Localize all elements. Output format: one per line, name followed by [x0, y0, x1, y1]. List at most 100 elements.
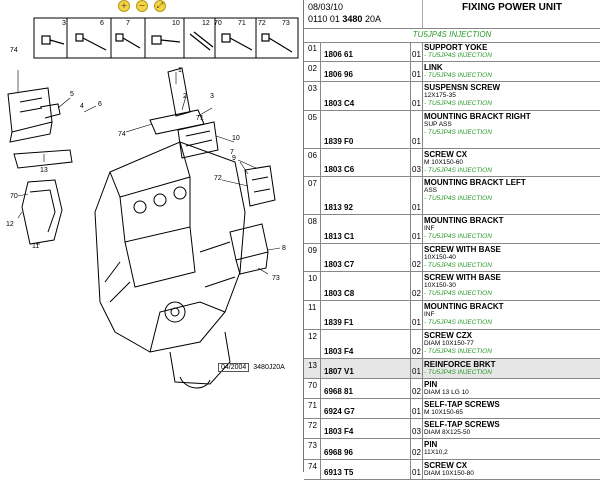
part-reference[interactable]: 1806 61 [322, 42, 411, 62]
strip-label: 7 [126, 20, 130, 27]
part-reference[interactable]: 1839 F0 [322, 111, 411, 148]
code-suffix: 20A [364, 14, 381, 24]
row-number: 01 [304, 42, 321, 62]
part-spec: INF [424, 224, 435, 232]
strip-label: 70 [214, 20, 222, 27]
part-reference[interactable]: 1803 C7 [322, 243, 411, 272]
engine-block [94, 141, 246, 389]
variant-banner: TU5JP4S INJECTION [304, 28, 600, 43]
part-reference[interactable]: 1803 C4 [322, 82, 411, 111]
part-name: SUSPENSN SCREW [424, 83, 501, 93]
right-mount [149, 67, 276, 275]
left-mount [7, 87, 73, 245]
part-reference[interactable]: 1807 V1 [322, 358, 411, 378]
part-quantity: 03 [410, 419, 423, 439]
part-name: LINK [424, 63, 443, 73]
part-quantity: 01 [410, 358, 423, 378]
row-number: 06 [304, 148, 321, 177]
panel-header: 08/03/10 0110 01 3480 20A FIXING POWER U… [304, 0, 600, 29]
part-reference[interactable]: 1813 C1 [322, 214, 411, 243]
part-reference[interactable]: 6924 G7 [322, 399, 411, 419]
row-number: 08 [304, 214, 321, 243]
part-reference[interactable]: 6968 96 [322, 439, 411, 459]
zoom-in-icon[interactable]: + [118, 0, 130, 12]
part-reference[interactable]: 1839 F1 [322, 301, 411, 329]
strip-label: 10 [172, 20, 180, 27]
part-quantity: 03 [410, 148, 423, 177]
part-reference[interactable]: 6913 T5 [322, 459, 411, 479]
part-spec: 10X150-30 [424, 282, 456, 290]
zoom-fit-icon[interactable]: ⤢ [154, 0, 166, 12]
callout: 74 [10, 47, 18, 54]
callout: 10 [232, 135, 240, 142]
zoom-out-icon[interactable]: − [136, 0, 148, 12]
part-reference[interactable]: 1803 C6 [322, 148, 411, 177]
part-reference[interactable]: 1813 92 [322, 177, 411, 214]
callout: 9 [232, 155, 236, 162]
leader-lines [17, 70, 281, 275]
part-spec: DIAM 10X150-80 [424, 469, 474, 477]
part-quantity: 02 [410, 378, 423, 399]
part-variant: - TU5JP4S INJECTION [424, 232, 492, 240]
part-reference[interactable]: 1803 C8 [322, 272, 411, 301]
part-name: SCREW CZX [424, 330, 472, 340]
callout: 4 [80, 103, 84, 110]
part-reference[interactable]: 1803 F4 [322, 419, 411, 439]
part-description: LINK- TU5JP4S INJECTION [424, 63, 598, 80]
part-variant: - TU5JP4S INJECTION [424, 166, 492, 174]
part-name: PIN [424, 440, 438, 450]
part-reference[interactable]: 1806 96 [322, 62, 411, 82]
strip-label: 3 [62, 20, 66, 27]
part-spec: DIAM 8X125-50 [424, 429, 471, 437]
part-quantity: 01 [410, 111, 423, 148]
part-spec: M 10X150-65 [424, 409, 464, 417]
row-number: 11 [304, 301, 321, 329]
part-reference[interactable]: 6968 81 [322, 378, 411, 399]
part-quantity: 01 [410, 214, 423, 243]
part-quantity: 01 [410, 42, 423, 62]
callout: 7 [230, 149, 234, 156]
part-name: SCREW WITH BASE [424, 273, 501, 283]
part-name: SCREW CX [424, 149, 468, 159]
exploded-parts-diagram[interactable]: 3 6 7 10 12 70 71 72 73 [0, 12, 305, 472]
callout: 6 [98, 101, 102, 108]
callout: 13 [40, 167, 48, 174]
code-bold: 3480 [342, 14, 363, 24]
part-name: SCREW CX [424, 460, 468, 470]
part-name: SUPPORT YOKE [424, 43, 488, 52]
parts-list-panel: 08/03/10 0110 01 3480 20A FIXING POWER U… [304, 0, 600, 480]
part-name: MOUNTING BRACKT [424, 302, 504, 312]
part-reference[interactable]: 1803 F4 [322, 329, 411, 358]
row-number: 10 [304, 272, 321, 301]
part-spec: INF [424, 311, 435, 319]
part-quantity: 02 [410, 439, 423, 459]
row-number: 05 [304, 111, 321, 148]
parts-strip-frame [33, 17, 299, 59]
part-spec: ASS [424, 187, 438, 195]
row-number: 12 [304, 329, 321, 358]
callout: 3 [210, 93, 214, 100]
part-variant: - TU5JP4S INJECTION [424, 129, 492, 137]
